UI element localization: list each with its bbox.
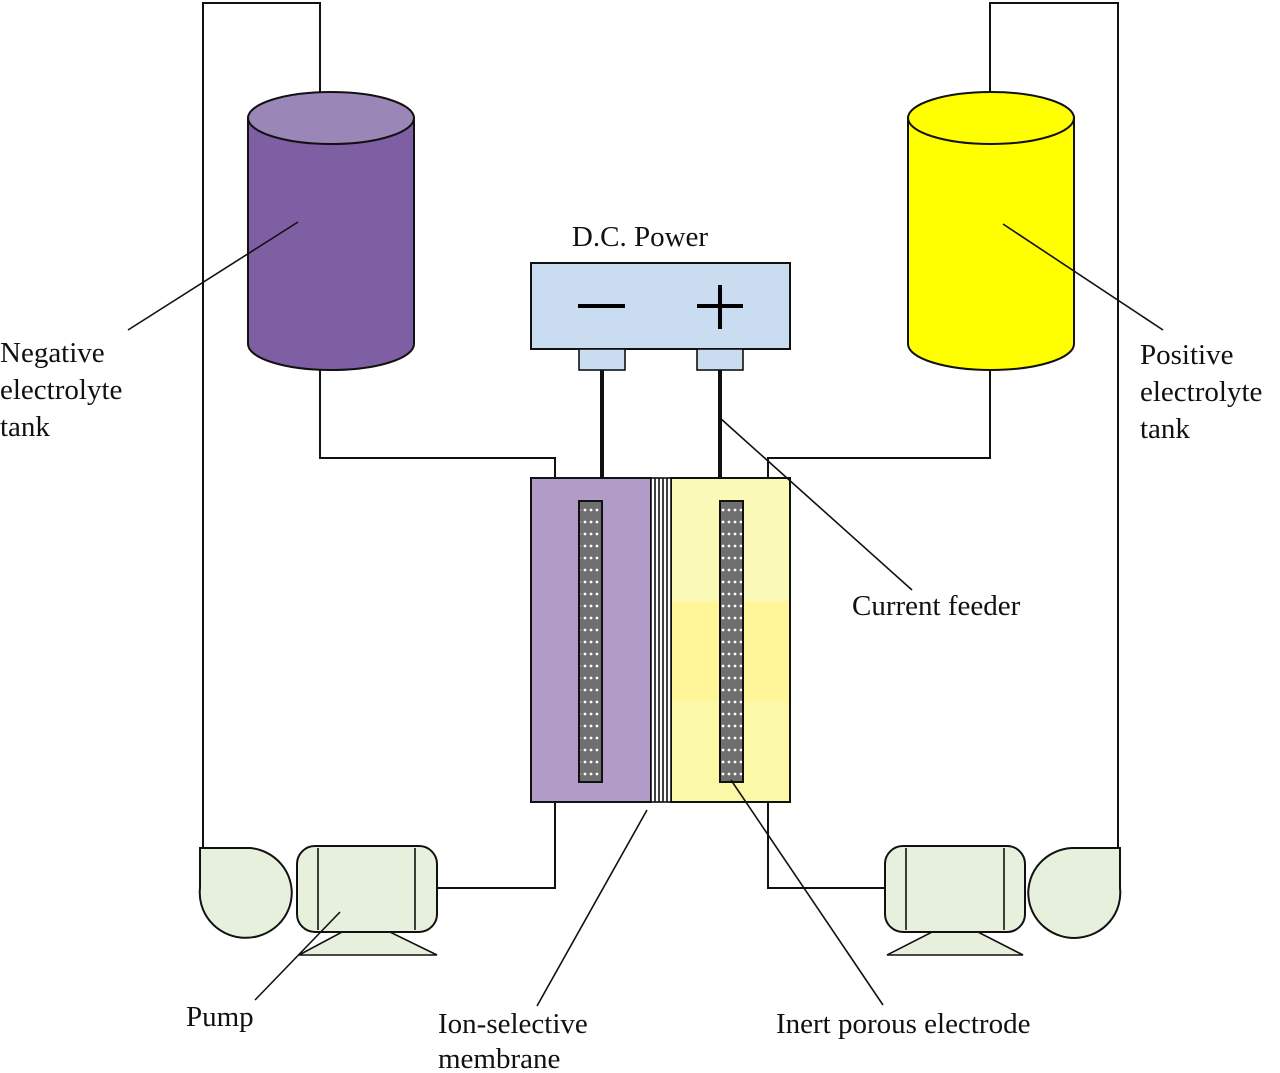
negative-electrolyte-tank: [247, 91, 415, 371]
positive-tank-label-line3: tank: [1140, 413, 1190, 445]
negative-tank-label-line3: tank: [0, 411, 50, 443]
dc-power-supply: [530, 262, 791, 371]
positive-side-pump: [884, 845, 1122, 956]
dc-power-label: D.C. Power: [572, 221, 708, 253]
positive-tank-label-line2: electrolyte: [1140, 376, 1262, 408]
positive-tank-label-line1: Positive: [1140, 339, 1233, 371]
negative-electrode: [578, 500, 603, 783]
membrane-label-line2: membrane: [438, 1043, 560, 1073]
positive-electrolyte-tank: [907, 91, 1075, 371]
negative-tank-label-line2: electrolyte: [0, 374, 122, 406]
positive-electrode: [719, 500, 744, 783]
leader-lines: [127, 221, 1164, 1007]
pump-label: Pump: [186, 1001, 254, 1033]
piping-positive-loop: [767, 2, 1119, 889]
flow-cell: [530, 477, 791, 803]
current-feeder-label: Current feeder: [852, 590, 1021, 622]
negative-terminal: [578, 348, 626, 371]
negative-tank-label-line1: Negative: [0, 337, 105, 369]
membrane-label-line1: Ion-selective: [438, 1008, 588, 1040]
piping-negative-loop: [202, 2, 556, 889]
positive-terminal: [696, 348, 744, 371]
electrode-label: Inert porous electrode: [776, 1008, 1030, 1040]
ion-selective-membrane: [650, 477, 672, 803]
negative-side-pump: [198, 845, 438, 956]
